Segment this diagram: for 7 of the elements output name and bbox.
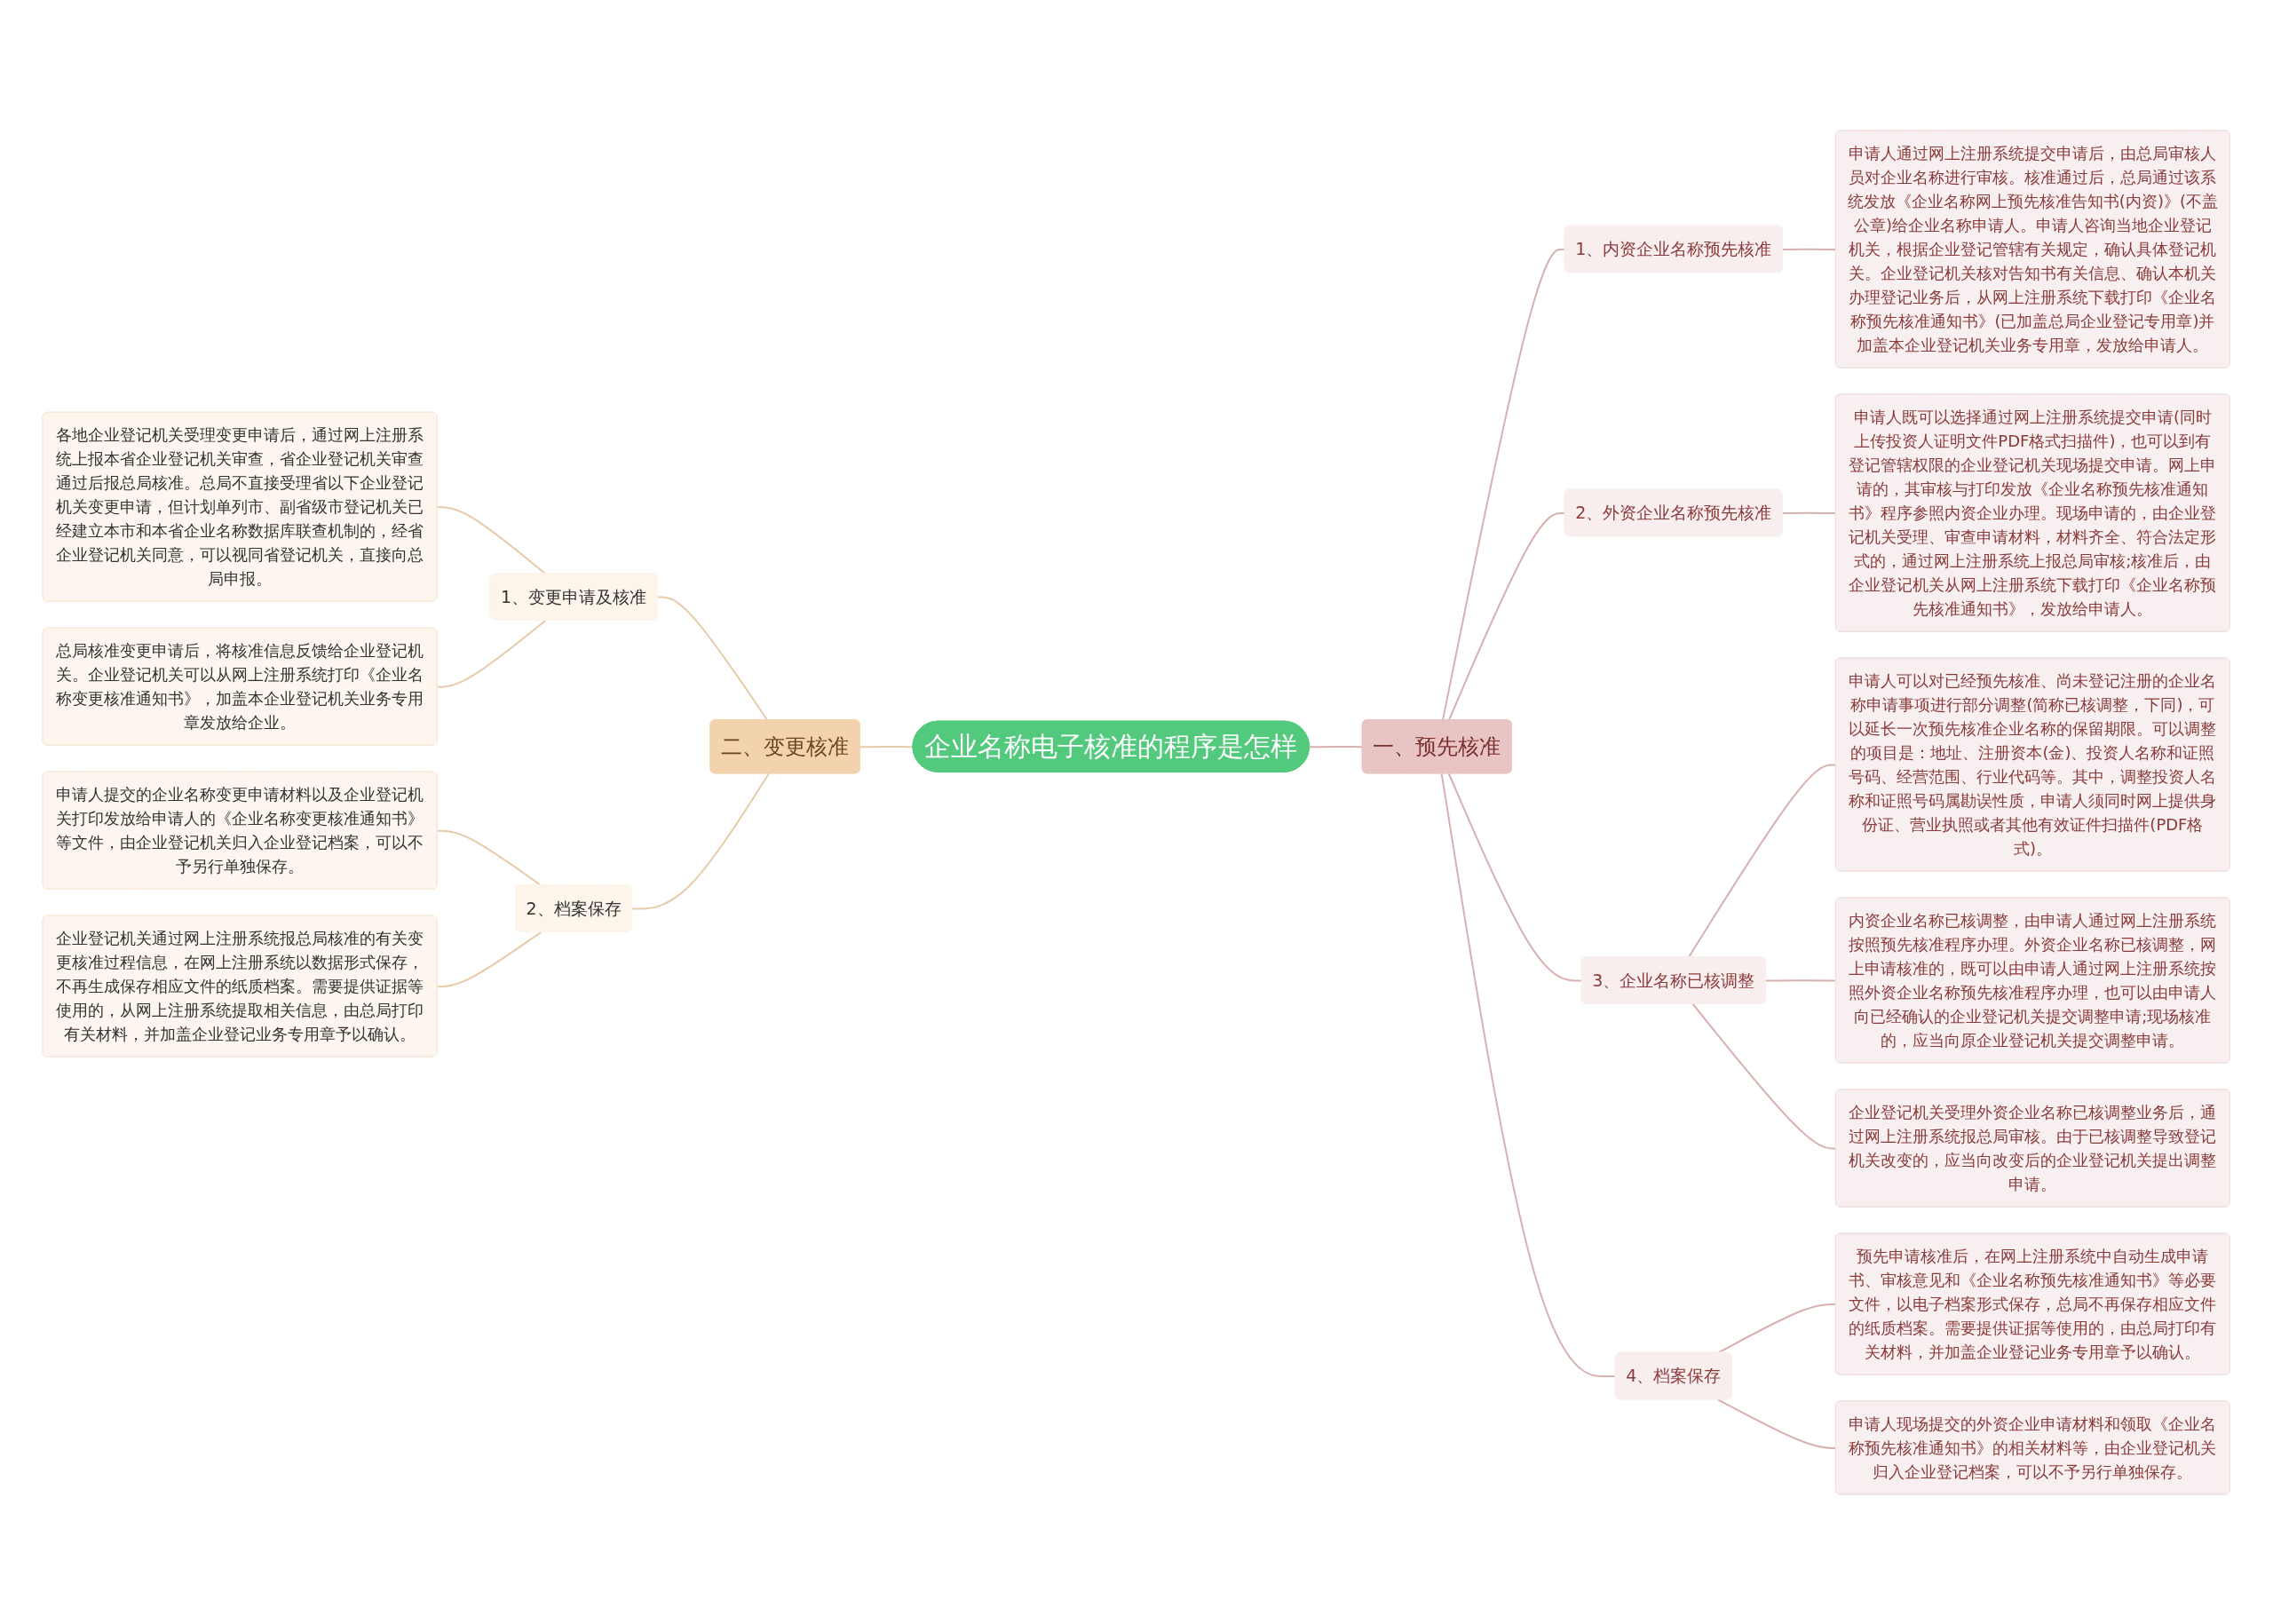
connector	[436, 931, 543, 987]
connector	[656, 595, 769, 721]
connector	[631, 772, 771, 909]
connector	[859, 745, 915, 748]
connector	[436, 505, 547, 574]
connector	[436, 619, 547, 688]
connector	[436, 829, 543, 886]
